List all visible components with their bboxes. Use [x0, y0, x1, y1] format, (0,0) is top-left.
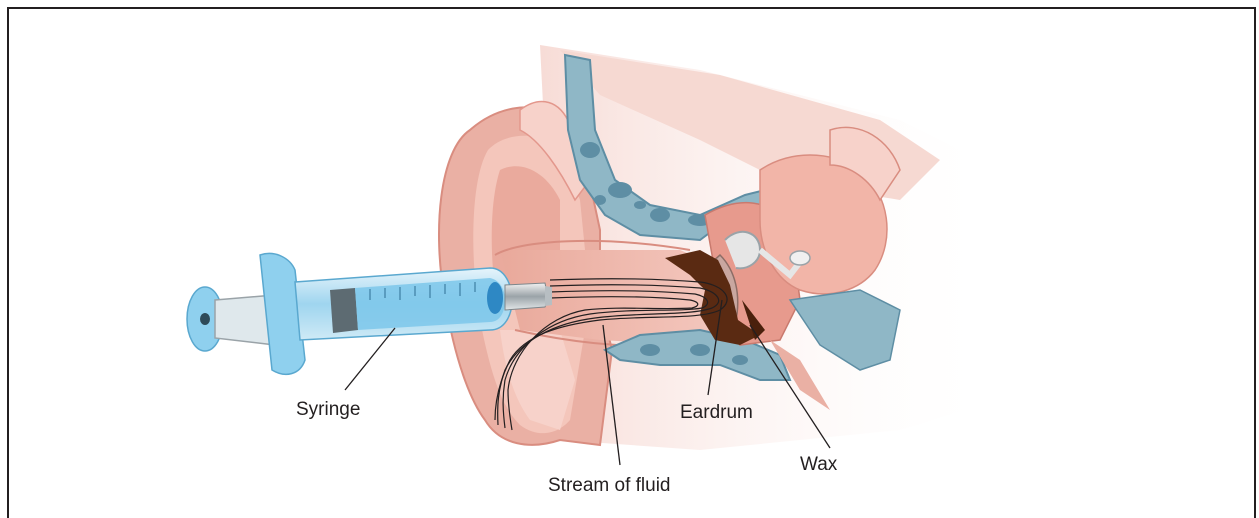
syringe-label: Syringe: [296, 400, 360, 419]
stream-of-fluid-label: Stream of fluid: [548, 476, 671, 495]
eardrum-label: Eardrum: [680, 403, 753, 422]
wax-label: Wax: [800, 455, 837, 474]
